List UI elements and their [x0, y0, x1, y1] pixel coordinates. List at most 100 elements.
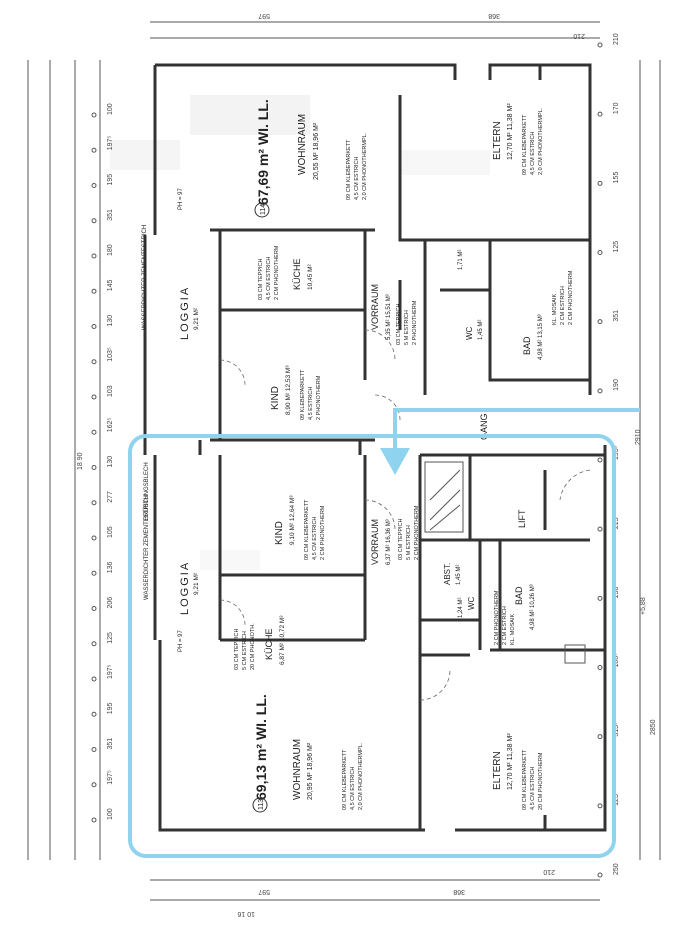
highlight-arrow-head	[380, 448, 410, 475]
svg-text:6,87 M² 10,72 M²: 6,87 M² 10,72 M²	[279, 615, 286, 665]
svg-text:210: 210	[573, 32, 585, 39]
left-dim-label: 195	[107, 174, 114, 186]
top-wohnraum-area: 20,55 M² 18,96 M²	[313, 122, 320, 180]
bottom-lift-name: LIFT	[517, 509, 527, 528]
left-dim-tick	[91, 747, 97, 752]
left-dim-tick	[91, 500, 97, 506]
left-dim-label: 125	[107, 632, 114, 644]
svg-text:20,95 M² 18,96 M²: 20,95 M² 18,96 M²	[307, 742, 314, 800]
top-loggia-name: LOGGIA	[179, 286, 191, 340]
left-dim-label: 197⁵	[107, 664, 114, 679]
left-dim-label: 136	[107, 561, 114, 573]
top-wohnraum-name: WOHNRAUM	[297, 114, 308, 175]
svg-text:1,45 M²: 1,45 M²	[456, 565, 462, 585]
right-dim-label: 138	[613, 587, 620, 599]
left-dim-tick	[91, 394, 97, 400]
right-dim-tick	[597, 180, 603, 186]
svg-text:1,71 M²: 1,71 M²	[458, 250, 464, 270]
left-dim-tick	[91, 218, 97, 224]
right-dim-label: 125	[613, 241, 620, 253]
wall-note: WASSERDICHTER ZEMENTESTRICH	[142, 225, 148, 330]
svg-text:KL. MOSAIK: KL. MOSAIK	[552, 293, 558, 325]
left-dim-tick	[91, 288, 97, 294]
svg-text:03 CM TEPPICH: 03 CM TEPPICH	[396, 304, 402, 345]
svg-text:20 CM PHONOTH.: 20 CM PHONOTH.	[250, 623, 256, 670]
svg-text:368: 368	[488, 12, 500, 19]
bottom-kueche-name: KÜCHE	[264, 628, 274, 660]
elev-2: 2910	[635, 429, 642, 445]
svg-text:KL. MOSAIK: KL. MOSAIK	[510, 613, 516, 645]
svg-text:1,45 M²: 1,45 M²	[478, 320, 484, 340]
elev-1: 2850	[650, 719, 657, 735]
svg-text:2 CM PHONOTHERM: 2 CM PHONOTHERM	[568, 270, 574, 325]
svg-text:2,0 CM PHONOTHERMPL.: 2,0 CM PHONOTHERMPL.	[358, 742, 364, 810]
left-dim-tick	[91, 711, 97, 717]
scan-noise	[110, 95, 490, 570]
right-dim-label: 210	[613, 33, 620, 45]
top-bad-name: BAD	[522, 336, 532, 355]
left-dim-tick	[91, 535, 97, 541]
right-dim-label: 250	[613, 863, 620, 875]
right-dim-tick	[597, 872, 603, 878]
highlight-arrow-line	[393, 408, 640, 455]
svg-text:03 CM TEPPICH: 03 CM TEPPICH	[258, 259, 264, 300]
left-dim-tick	[91, 429, 97, 435]
top-wc-name: WC	[465, 326, 474, 340]
left-dim-tick	[91, 606, 97, 611]
right-dim-label: 190	[613, 379, 620, 391]
left-dim-tick	[91, 676, 97, 682]
door-swings	[219, 329, 591, 701]
dimension-labels: 597 368 210 597 368 210 10 16	[237, 12, 585, 917]
right-dim-tick	[597, 42, 603, 48]
svg-text:2 CM PHONOTHERM: 2 CM PHONOTHERM	[274, 245, 280, 300]
left-dim-tick	[91, 183, 97, 188]
svg-text:12,70 M² 11,38 M²: 12,70 M² 11,38 M²	[507, 103, 514, 160]
svg-text:2 CM ESTRICH: 2 CM ESTRICH	[560, 286, 566, 325]
left-dim-label: 105	[107, 526, 114, 538]
left-dim-tick	[91, 641, 97, 647]
svg-text:10,45 M²: 10,45 M²	[307, 264, 314, 290]
left-dim-tick	[91, 782, 97, 788]
bottom-unit-tag-circle	[252, 797, 268, 813]
svg-text:4,5 CM ESTRICH: 4,5 CM ESTRICH	[266, 257, 272, 300]
svg-text:4,5 CM ESTRICH: 4,5 CM ESTRICH	[312, 517, 318, 560]
left-dim-label: 277	[107, 491, 114, 503]
bottom-vorraum-name: VORRAUM	[370, 519, 380, 565]
svg-text:210: 210	[543, 868, 555, 875]
svg-text:4,5 CM ESTRICH: 4,5 CM ESTRICH	[354, 157, 360, 200]
top-unit-tag-circle	[254, 202, 270, 218]
right-dim-tick	[597, 595, 603, 601]
left-dim-tick	[91, 359, 97, 365]
right-dim-label: 351	[613, 310, 620, 322]
svg-text:09 CM KLEBEPARKETT: 09 CM KLEBEPARKETT	[304, 499, 310, 560]
right-dim-label: 215	[613, 517, 620, 529]
left-dim-tick	[91, 324, 97, 329]
svg-text:2 PHONOTHERM: 2 PHONOTHERM	[316, 375, 322, 420]
left-dim-label: 197⁵	[107, 136, 114, 151]
bottom-eltern-name: ELTERN	[492, 751, 503, 790]
svg-text:4,98 M² 10,26 M³: 4,98 M² 10,26 M³	[530, 584, 536, 630]
highlight-box	[128, 434, 616, 858]
bottom-abst-name: ABST.	[443, 563, 452, 585]
right-dim-label: 155	[613, 172, 620, 184]
left-dim-label: 145	[107, 279, 114, 291]
svg-text:4,5 ESTRICH: 4,5 ESTRICH	[308, 387, 314, 420]
right-dim-label: 125	[613, 794, 620, 806]
right-dim-tick	[597, 665, 603, 670]
right-dim-tick	[597, 388, 603, 394]
svg-text:368: 368	[453, 888, 465, 895]
svg-text:2 CM ESTRICH: 2 CM ESTRICH	[502, 606, 508, 645]
right-dim-tick	[597, 457, 603, 463]
right-dim-label: 170	[613, 102, 620, 114]
wall-note-2: BRÜSTUNGSBLECH	[143, 462, 150, 520]
svg-text:2 CM PHONOTHERM: 2 CM PHONOTHERM	[414, 505, 420, 560]
svg-text:8,90 M² 12,53 M³: 8,90 M² 12,53 M³	[285, 365, 292, 415]
top-kueche-name: KÜCHE	[292, 258, 302, 290]
bottom-wc-name: WC	[467, 596, 476, 610]
left-dimension-labels: 100197⁵195351180145130103⁵103162⁵1302771…	[91, 103, 114, 823]
left-dim-label: 351	[107, 738, 114, 750]
top-kind-name: KIND	[270, 386, 281, 410]
left-dim-label: 197⁵	[107, 770, 114, 785]
svg-text:5 M ESTRICH: 5 M ESTRICH	[404, 310, 410, 345]
svg-text:2 CM PHONOTHERM: 2 CM PHONOTHERM	[320, 505, 326, 560]
